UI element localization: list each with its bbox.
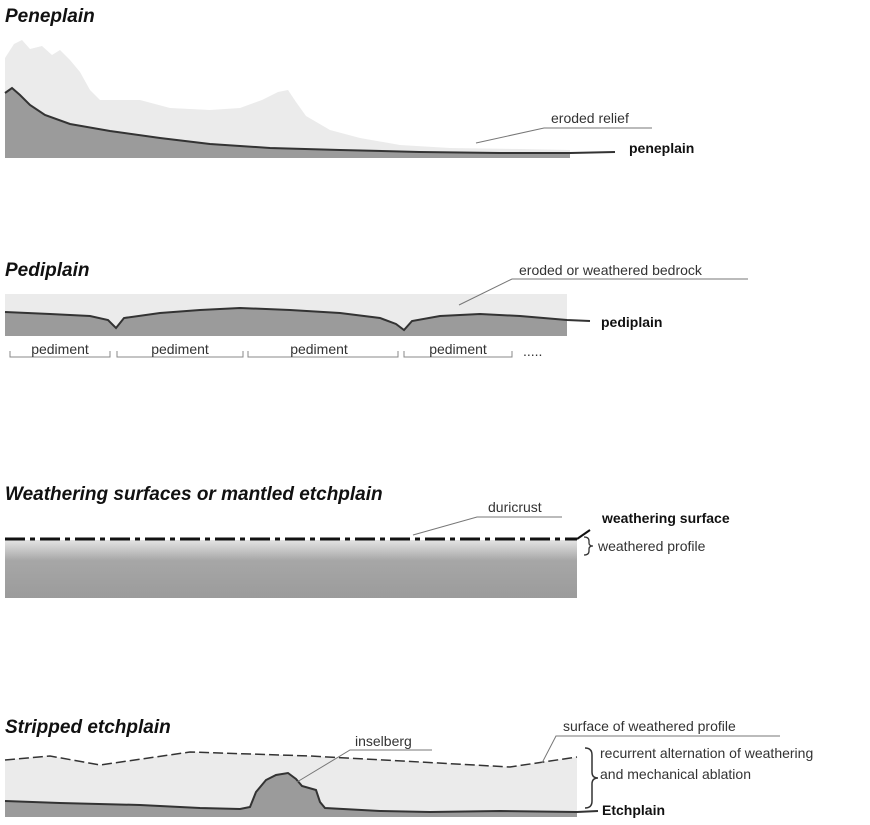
pediplain-label: pediplain: [601, 314, 662, 330]
weathering-surface-label: weathering surface: [601, 510, 730, 526]
peneplain-bedrock: [5, 88, 570, 158]
eroded-relief-leader: [475, 127, 652, 144]
weathered-profile-label: weathered profile: [597, 538, 706, 554]
weathered-profile-block: [5, 540, 577, 598]
pediplain-panel: Pediplain eroded or weathered bedrock pe…: [4, 260, 748, 359]
weathered-profile-brace: [583, 536, 594, 556]
pediment-label-2: pediment: [151, 341, 209, 357]
duricrust-leader: [412, 516, 562, 536]
inselberg-leader: [296, 749, 432, 783]
pediplain-surface-line: [4, 306, 591, 332]
pediment-ellipsis: .....: [523, 343, 542, 359]
pediplain-bedrock: [5, 308, 567, 336]
stripped-panel: Stripped etchplain inselberg surface of …: [4, 717, 813, 818]
recurrent-alternation-brace: [584, 747, 599, 809]
weathered-profile-dashed-surface: [4, 751, 578, 768]
etchplain-label: Etchplain: [602, 802, 665, 818]
stripped-title: Stripped etchplain: [5, 717, 171, 738]
pediplain-title: Pediplain: [5, 260, 89, 281]
pediment-brackets: [9, 351, 513, 358]
peneplain-title: Peneplain: [5, 6, 95, 27]
eroded-bedrock-leader: [458, 278, 748, 306]
etchplain-surface-line: [4, 771, 599, 814]
peneplain-label: peneplain: [629, 140, 694, 156]
recurrent-alternation-label-line2: and mechanical ablation: [600, 766, 751, 782]
pediment-label-4: pediment: [429, 341, 487, 357]
weathering-title: Weathering surfaces or mantled etchplain: [5, 484, 383, 505]
pediment-label-1: pediment: [31, 341, 89, 357]
duricrust-label: duricrust: [488, 499, 542, 515]
eroded-relief-label: eroded relief: [551, 110, 629, 126]
surface-profile-label: surface of weathered profile: [563, 718, 736, 734]
peneplain-surface-line: [4, 86, 616, 154]
recurrent-alternation-label-line1: recurrent alternation of weathering: [600, 745, 813, 761]
weathering-surface-tick: [576, 529, 591, 540]
weathering-panel: Weathering surfaces or mantled etchplain…: [5, 484, 730, 598]
pediment-label-3: pediment: [290, 341, 348, 357]
eroded-bedrock-label: eroded or weathered bedrock: [519, 262, 703, 278]
peneplain-eroded-relief-area: [5, 40, 570, 158]
inselberg-label: inselberg: [355, 733, 412, 749]
peneplain-panel: Peneplain eroded relief peneplain: [4, 6, 694, 158]
surface-profile-leader: [541, 735, 780, 764]
